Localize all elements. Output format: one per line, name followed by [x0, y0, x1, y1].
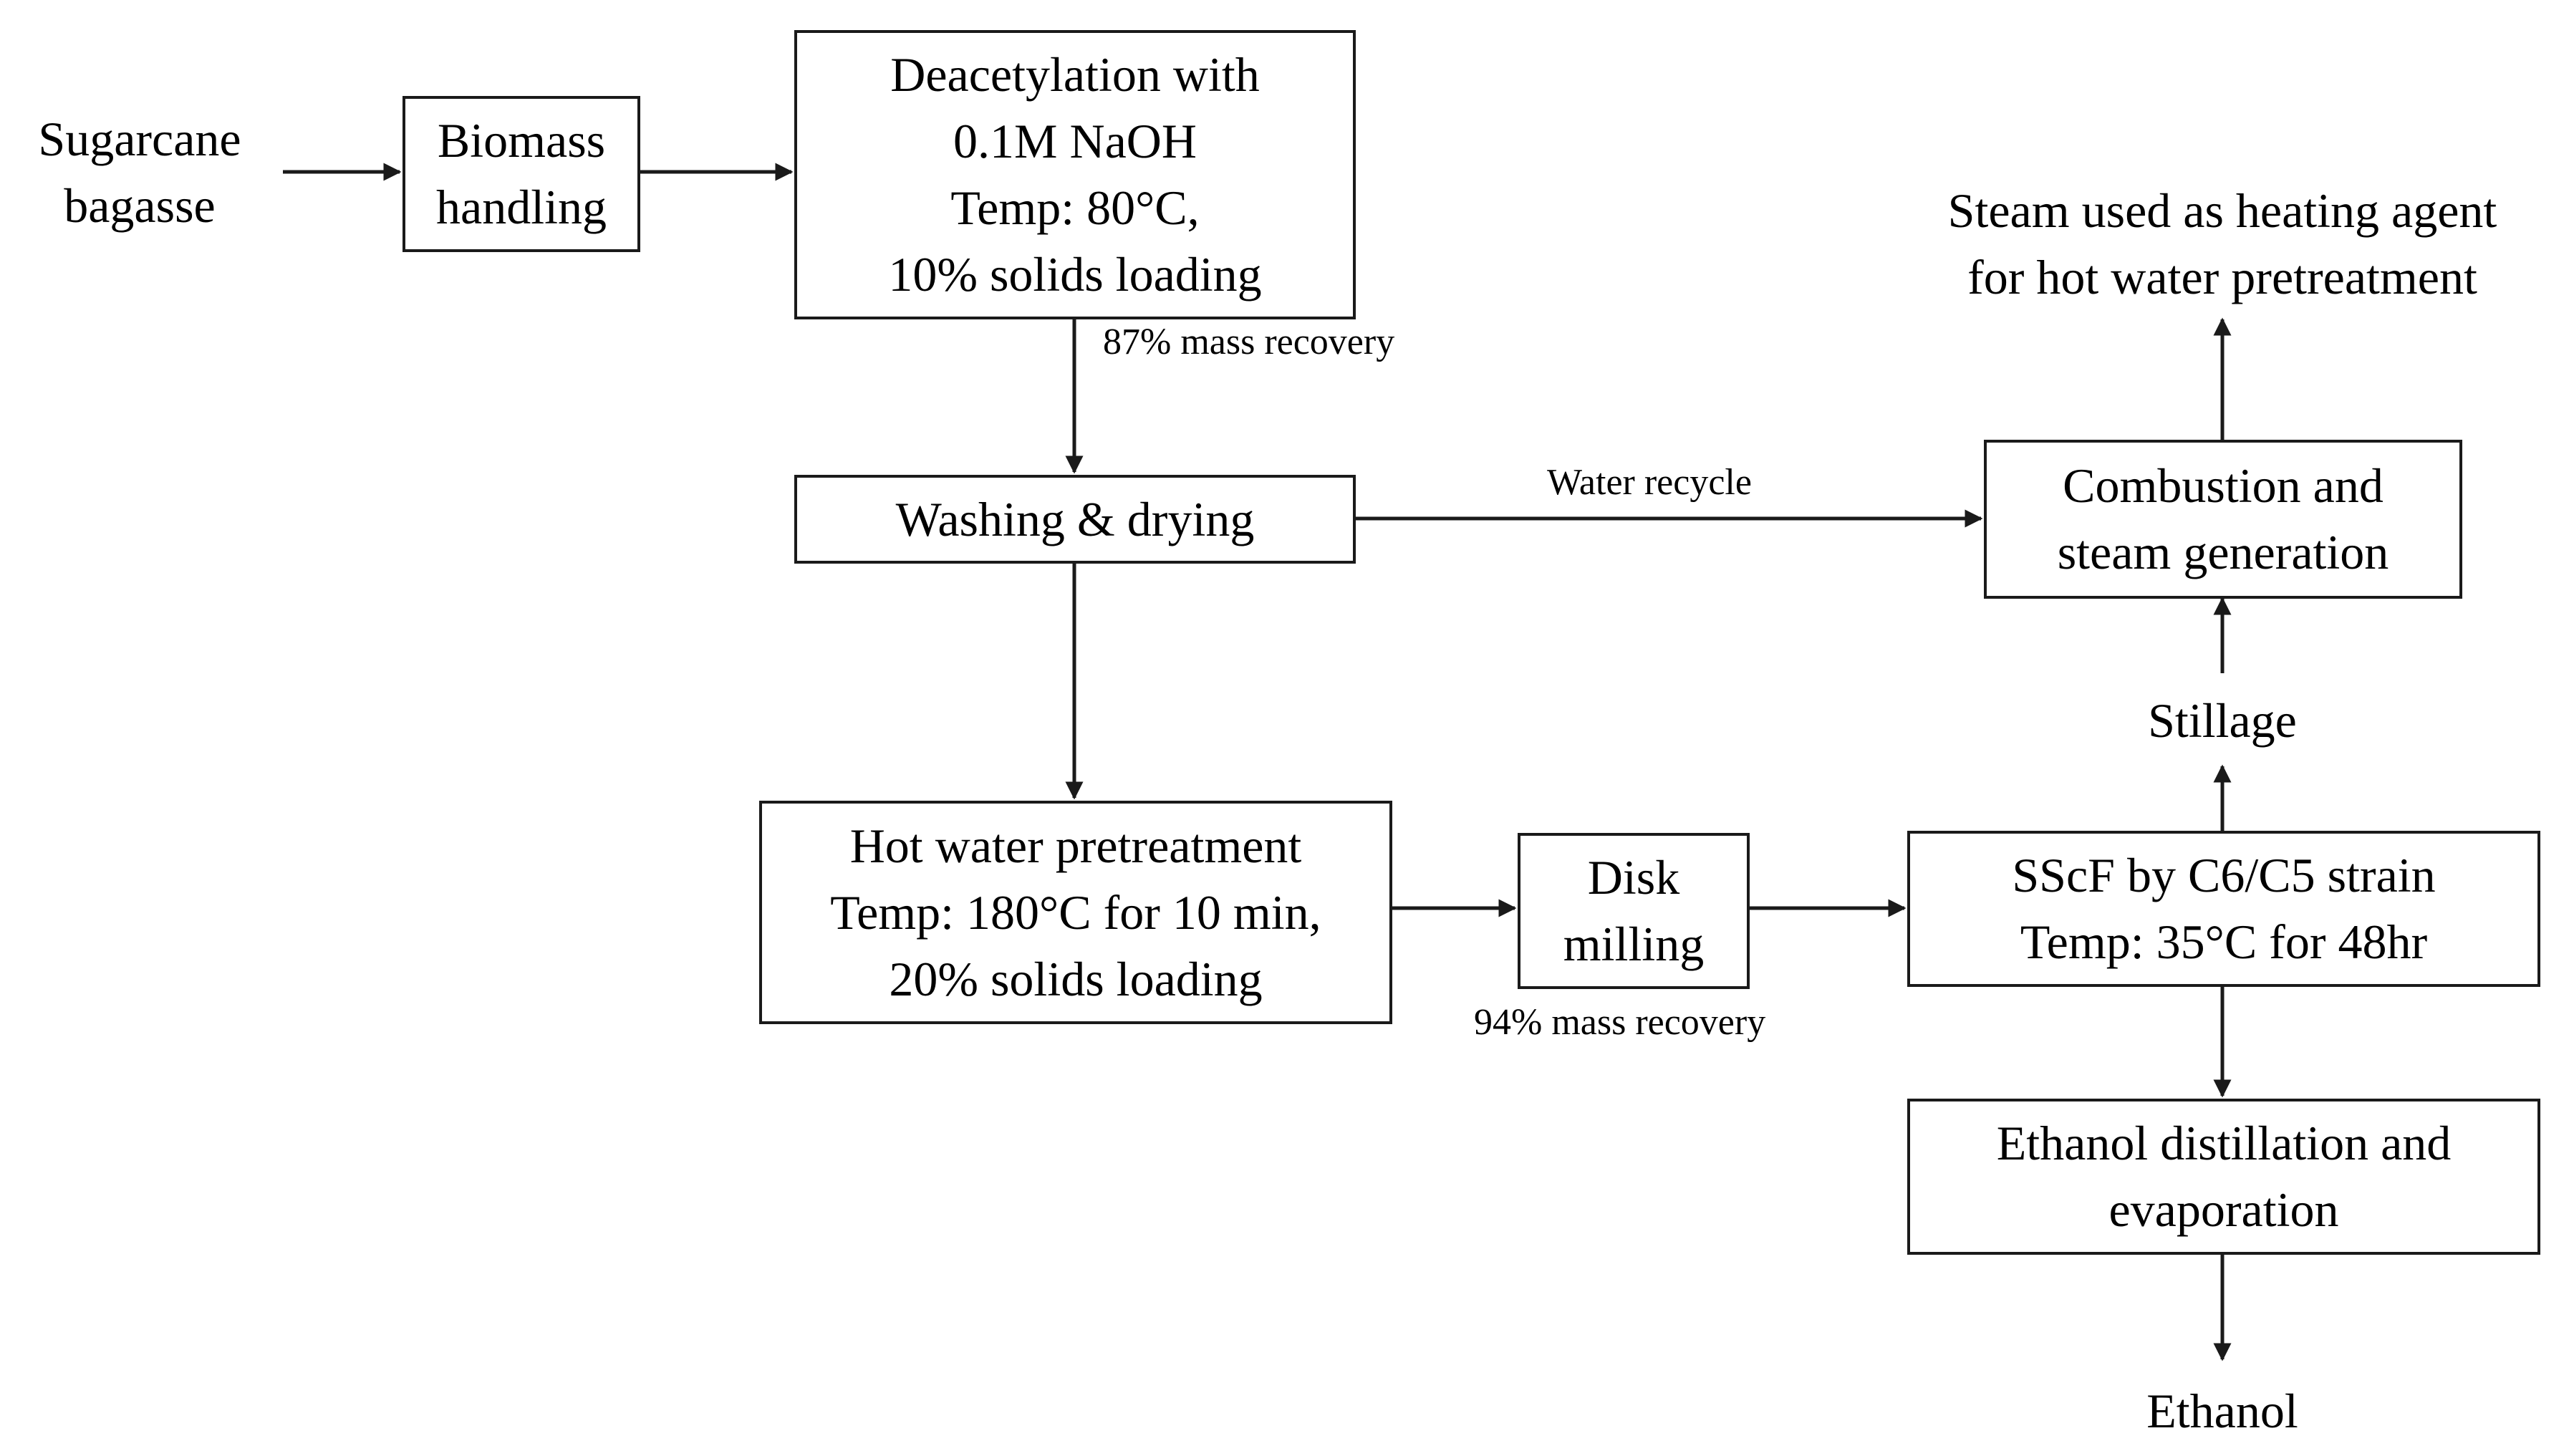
node-hot-water-pretreatment: Hot water pretreatment Temp: 180°C for 1…	[759, 801, 1392, 1024]
node-line: milling	[1563, 917, 1705, 971]
label-deacetylation-recovery: 87% mass recovery	[1103, 322, 1395, 362]
node-washing-drying: Washing & drying	[794, 475, 1356, 564]
label-disk-recovery: 94% mass recovery	[1474, 1002, 1766, 1043]
node-deacetylation: Deacetylation with 0.1M NaOH Temp: 80°C,…	[794, 30, 1356, 319]
node-stillage: Stillage	[2043, 688, 2401, 754]
node-line: Sugarcane	[38, 112, 241, 166]
node-steam-heating: Steam used as heating agent for hot wate…	[1864, 178, 2569, 311]
node-disk-milling: Disk milling	[1518, 833, 1750, 989]
node-line: 10% solids loading	[888, 247, 1262, 302]
node-line: Deacetylation with	[890, 47, 1260, 102]
node-line: for hot water pretreatment	[1967, 250, 2477, 304]
node-line: 20% solids loading	[889, 951, 1263, 1006]
label-water-recycle: Water recycle	[1547, 462, 1752, 503]
node-line: Steam used as heating agent	[1947, 183, 2497, 238]
node-line: 0.1M NaOH	[953, 114, 1197, 168]
node-line: Washing & drying	[895, 491, 1255, 546]
node-line: Ethanol distillation and	[1996, 1116, 2452, 1170]
node-line: Stillage	[2148, 693, 2297, 748]
node-line: Temp: 35°C for 48hr	[2020, 915, 2428, 969]
node-ethanol-distillation: Ethanol distillation and evaporation	[1907, 1099, 2540, 1255]
node-line: Hot water pretreatment	[849, 818, 1302, 873]
node-line: Biomass	[437, 113, 606, 168]
node-line: evaporation	[2108, 1182, 2339, 1237]
node-line: bagasse	[64, 178, 216, 233]
node-line: Temp: 180°C for 10 min,	[830, 884, 1321, 940]
node-line: Combustion and	[2063, 458, 2384, 513]
node-combustion-steam: Combustion and steam generation	[1984, 440, 2462, 599]
node-line: Temp: 80°C,	[950, 180, 1200, 235]
node-line: Ethanol	[2146, 1384, 2298, 1438]
node-line: SScF by C6/C5 strain	[2012, 848, 2436, 902]
node-ethanol: Ethanol	[2043, 1378, 2401, 1445]
node-sscf: SScF by C6/C5 strain Temp: 35°C for 48hr	[1907, 831, 2540, 987]
node-line: handling	[436, 180, 607, 234]
node-biomass-handling: Biomass handling	[403, 96, 640, 252]
node-line: Disk	[1587, 850, 1680, 905]
node-sugarcane-bagasse: Sugarcane bagasse	[21, 106, 258, 239]
node-line: steam generation	[2057, 525, 2389, 579]
